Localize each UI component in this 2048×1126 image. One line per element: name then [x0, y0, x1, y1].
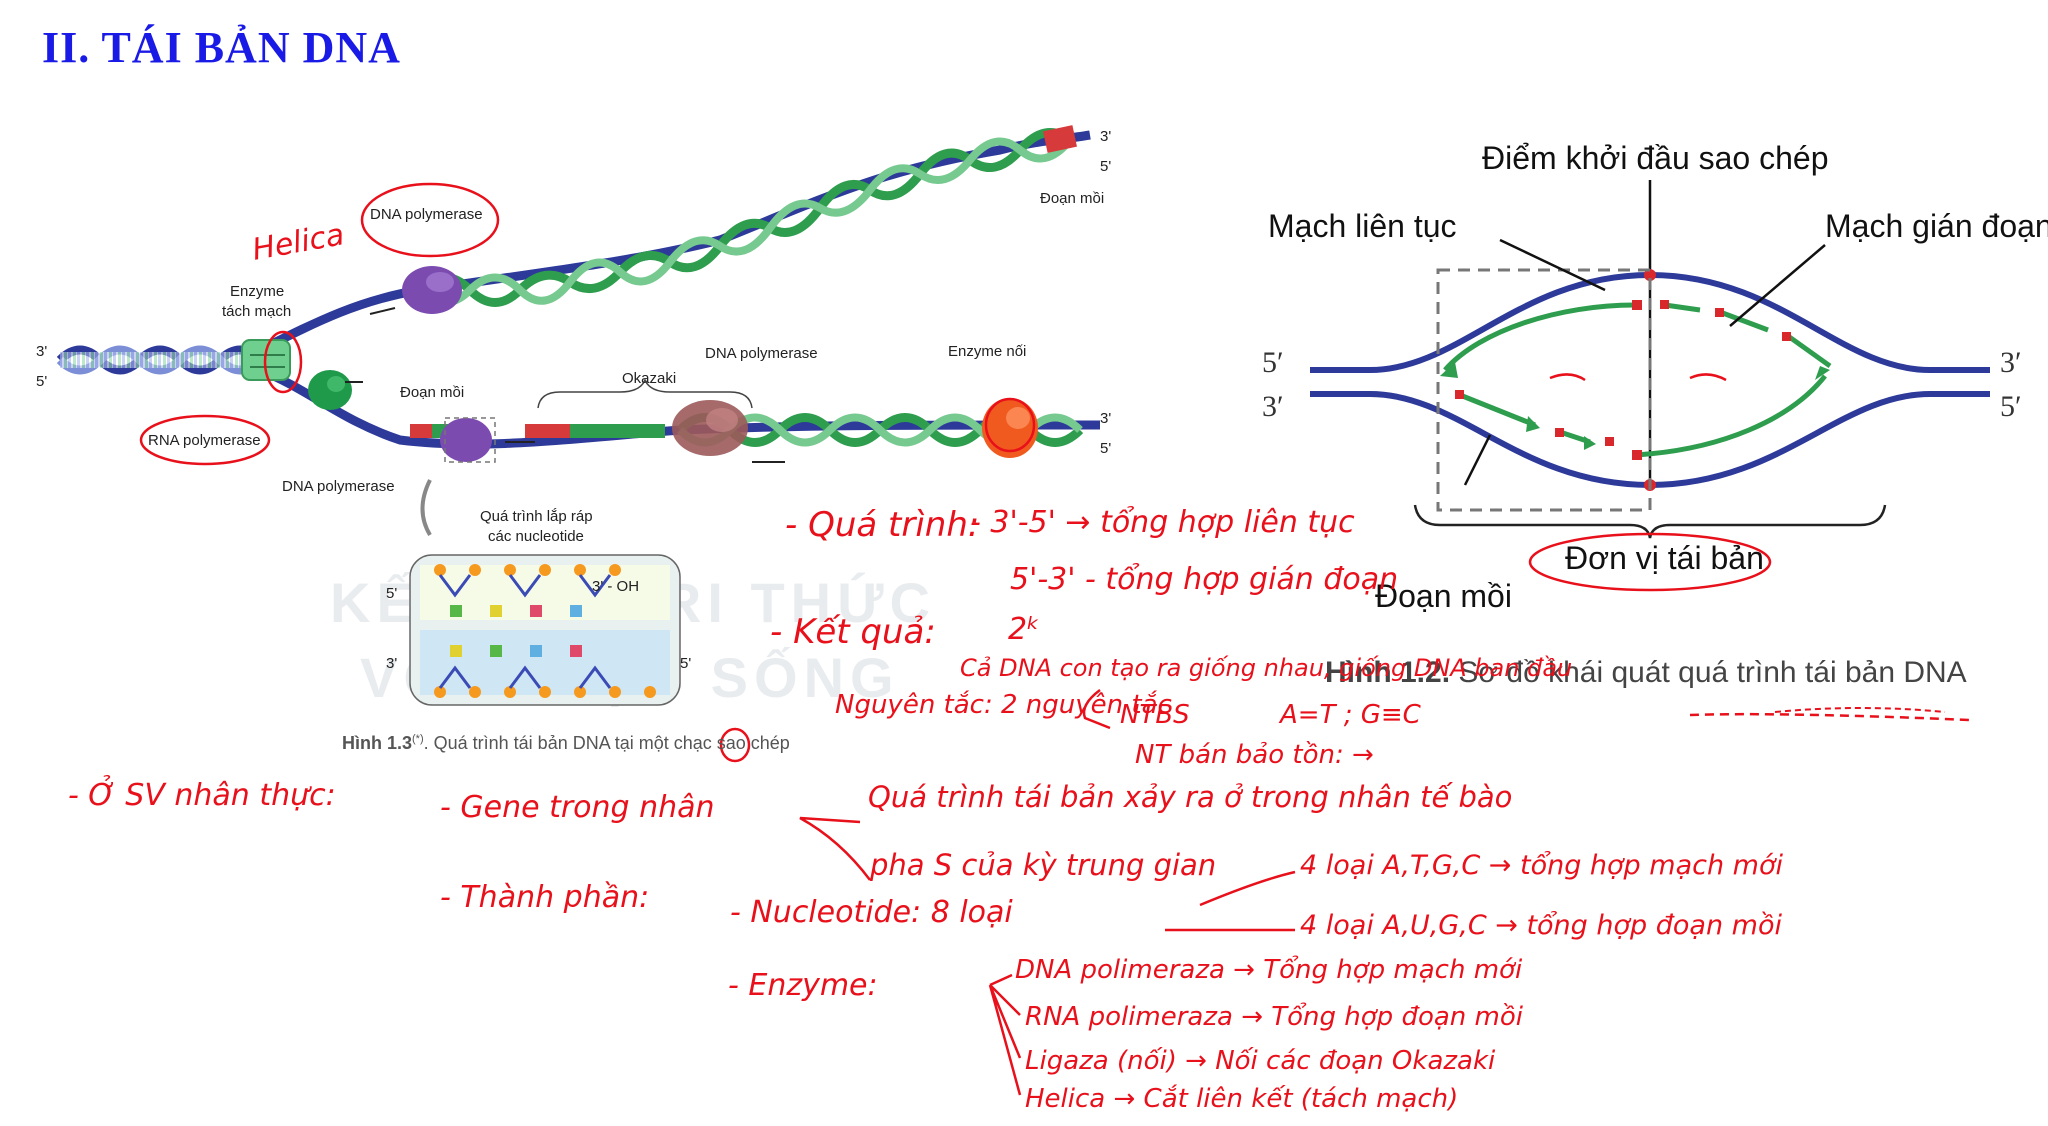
note-pha-s: pha S của kỳ trung gian — [870, 848, 1217, 882]
caption-left-sup: (*) — [412, 733, 424, 745]
fork-zoom-box — [1436, 268, 1652, 512]
pointer-primer — [1463, 434, 1492, 486]
replication-unit-drawing — [1310, 180, 1990, 592]
label-prime-3-left: 3' — [36, 343, 48, 360]
note-nu-4a: 4 loại A,T,G,C → tổng hợp mạch mới — [1300, 850, 1783, 881]
note-enzyme-2: RNA polimeraza → Tổng hợp đoạn mồi — [1025, 1002, 1523, 1032]
note-nu-4b: 4 loại A,U,G,C → tổng hợp đoạn mồi — [1300, 910, 1782, 941]
red-markup-right — [1528, 373, 1772, 592]
replication-unit-brace — [1413, 504, 1887, 539]
dna-polymerase-top-enzyme — [402, 266, 462, 314]
label-primer: Đoạn mồi — [1375, 578, 1512, 614]
red-markup-circles-left — [139, 182, 1036, 763]
note-enzyme: - Enzyme: — [728, 968, 878, 1003]
note-enzyme-1: DNA polimeraza → Tổng hợp mạch mới — [1015, 955, 1523, 985]
note-enzyme-3: Ligaza (nối) → Nối các đoạn Okazaki — [1025, 1046, 1496, 1076]
label-dna-polymerase-mid: DNA polymerase — [705, 345, 818, 362]
caption-right-text: Sơ đồ khái quát quá trình tái bản DNA — [1450, 656, 1967, 689]
rna-polymerase-enzyme — [308, 370, 352, 410]
label-lagging-strand: Mạch gián đoạn — [1825, 208, 2048, 244]
note-ntbs: NTBS — [1120, 700, 1190, 730]
note-ket-qua: - Kết quả: — [770, 612, 936, 652]
note-qt-line2: 5'-3' - tổng hợp gián đoạn — [1010, 562, 1399, 597]
label-doan-moi-top: Đoạn mồi — [1040, 190, 1105, 207]
strand-arrowheads — [1440, 362, 1830, 450]
note-ntbbt: NT bán bảo tồn: → — [1135, 740, 1374, 770]
ligase-enzyme — [982, 398, 1038, 458]
note-qt-line1: - 3'-5' → tổng hợp liên tục — [970, 505, 1355, 540]
arrow-top-polymerase — [369, 307, 396, 315]
label-doan-moi-mid: Đoạn mồi — [400, 384, 465, 401]
note-qt-xay-ra: Quá trình tái bản xảy ra ở trong nhân tế… — [868, 780, 1513, 814]
note-kq-2k: 2ᵏ — [1008, 612, 1040, 647]
label-prime-5-inset: 5' — [386, 585, 398, 602]
label-prime-3-right: 3' — [1100, 410, 1112, 427]
label-prime-3-inset: 3' — [386, 655, 398, 672]
note-nguyen-tac: Nguyên tắc: 2 nguyên tắc — [835, 690, 1172, 720]
nucleotide-assembly-inset — [409, 554, 681, 706]
dna-polymerase-bottom-enzyme — [440, 417, 496, 463]
label-prime-3-right-right-fig: 3′ — [2000, 346, 2022, 379]
note-enzyme-4: Helica → Cắt liên kết (tách mạch) — [1025, 1084, 1459, 1114]
upper-daughter-helix — [257, 125, 1091, 355]
label-rna-polymerase: RNA polymerase — [148, 432, 261, 449]
note-nucleotide: - Nucleotide: 8 loại — [730, 895, 1013, 930]
origin-dot-top — [1644, 269, 1656, 281]
parental-helix — [56, 345, 264, 375]
label-prime-5-top: 5' — [1100, 158, 1112, 175]
new-strands — [1443, 302, 1832, 458]
label-okazaki: Okazaki — [622, 370, 677, 387]
label-prime-5-left: 5' — [36, 373, 48, 390]
note-qua-trinh: - Quá trình: — [785, 505, 980, 545]
label-replication-unit: Đơn vị tái bản — [1565, 540, 1764, 576]
label-prime-5-left-right-fig: 5′ — [1262, 346, 1284, 379]
label-prime-5-inset-right: 5' — [680, 655, 692, 672]
caption-left: Hình 1.3(*). Quá trình tái bản DNA tại m… — [342, 733, 790, 754]
label-enzyme-tach-mach-1: Enzyme — [230, 283, 285, 300]
caption-right: Hình 1.2. Sơ đồ khái quát quá trình tái … — [1325, 656, 1967, 690]
page-title: II. TÁI BẢN DNA — [42, 23, 401, 72]
okazaki-brace — [537, 378, 753, 409]
label-prime-5-right: 5' — [1100, 440, 1112, 457]
label-prime-5-right-right-fig: 5′ — [2000, 390, 2022, 423]
label-prime-3-left-right-fig: 3′ — [1262, 390, 1284, 423]
label-assembly-2: các nucleotide — [488, 528, 584, 545]
zoom-arrow — [420, 479, 432, 537]
label-leading-strand: Mạch liên tục — [1268, 208, 1457, 244]
label-dna-polymerase-top: DNA polymerase — [370, 206, 483, 223]
note-gene: - Gene trong nhân — [440, 790, 715, 825]
note-atgc: A=T ; G≡C — [1280, 700, 1421, 730]
label-assembly-1: Quá trình lắp ráp — [480, 508, 593, 525]
label-enzyme-tach-mach-2: tách mạch — [222, 303, 292, 320]
note-thanh-phan: - Thành phần: — [440, 880, 650, 915]
pointer-lagging — [1729, 244, 1826, 327]
label-origin: Điểm khởi đầu sao chép — [1482, 140, 1829, 176]
dna-polymerase-mid-enzyme — [672, 400, 748, 456]
label-enzyme-noi: Enzyme nối — [948, 343, 1027, 360]
label-oh: 3' - OH — [592, 578, 640, 595]
note-kq-line1: Cả DNA con tạo ra giống nhau, giống DNA … — [960, 654, 1573, 682]
caption-right-number: Hình 1.2. — [1325, 656, 1451, 689]
primers — [1455, 300, 1791, 460]
note-sv-nhan-thuc: - Ở SV nhân thực: — [68, 778, 336, 813]
label-dna-polymerase-bottom: DNA polymerase — [282, 478, 395, 495]
caption-right-underline — [1774, 707, 1946, 713]
caption-left-number: Hình 1.3 — [342, 733, 413, 753]
caption-left-text: . Quá trình tái bản DNA tại một chạc sao… — [423, 733, 790, 753]
label-prime-3-top: 3' — [1100, 128, 1112, 145]
replication-fork-drawing — [56, 125, 1101, 763]
pointer-leading — [1499, 238, 1606, 292]
